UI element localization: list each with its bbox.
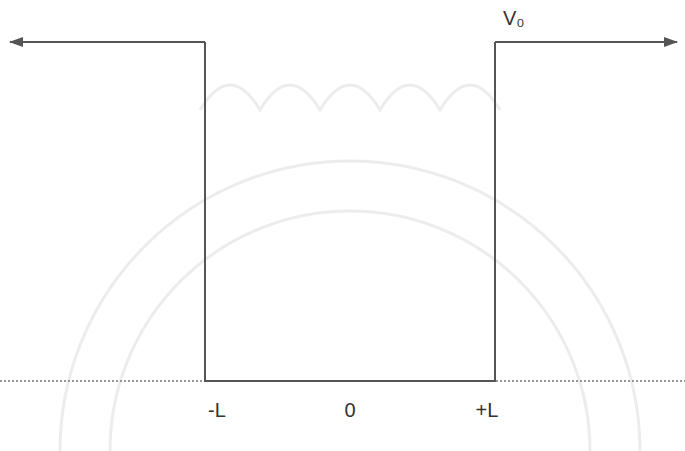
right-barrier-arrow [495,41,677,43]
position-label-holder: +L [476,398,499,422]
position-label: -L [208,398,226,422]
watermark [60,85,640,451]
position-label-holder: -L [208,398,226,422]
origin-label-holder: 0 [344,398,355,422]
left-barrier-arrow [10,41,205,43]
origin-label: 0 [344,398,355,422]
well-outline [205,42,495,381]
potential-label: V₀ [503,6,525,30]
potential-label-holder: V₀ [503,6,525,30]
position-label: +L [476,398,499,422]
